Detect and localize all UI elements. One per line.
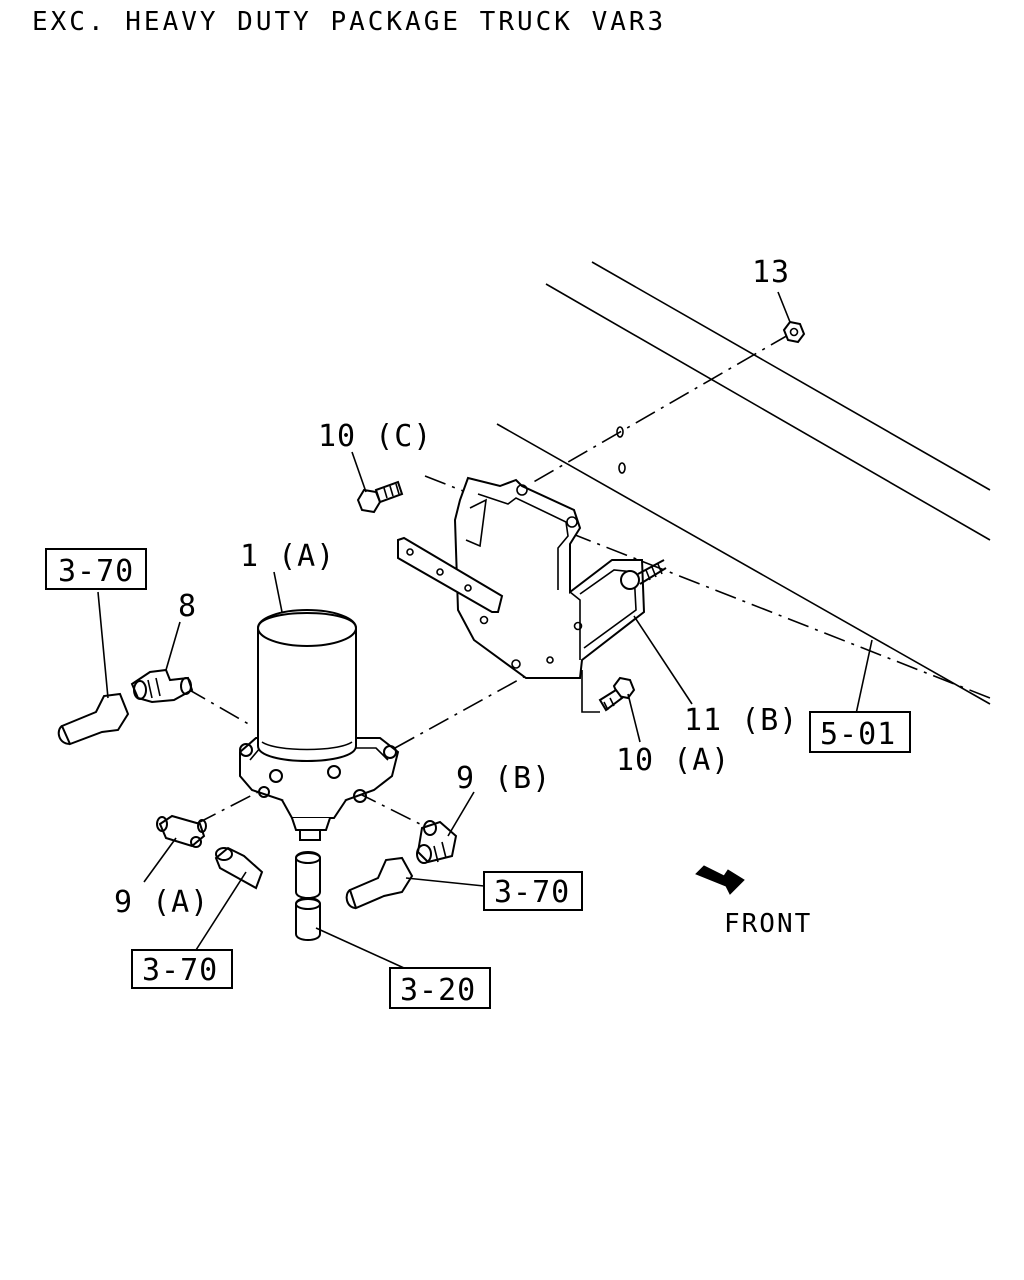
callouts: 13 10 (C) 1 (A) 8 9 (B) 9 (A) 11 (B) 10 … [114, 255, 798, 920]
ref-box-upper-left [45, 548, 147, 590]
ref-box-frame [809, 711, 911, 753]
reference-boxes: 3-70 3-70 3-70 3-20 5-01 [45, 548, 911, 1009]
callout-bolt-c: 10 (C) [318, 419, 432, 454]
ref-drain: 3-20 [400, 973, 476, 1008]
tee-fitting-9a [156, 814, 207, 848]
bolt-10c [356, 480, 404, 514]
nut-13 [782, 320, 806, 344]
hose-end-upper-left [57, 692, 130, 746]
front-arrow-icon [695, 865, 745, 895]
diagram-title: EXC. HEAVY DUTY PACKAGE TRUCK VAR3 [32, 7, 666, 37]
hose-end-lower-left [214, 846, 264, 890]
ref-frame: 5-01 [820, 717, 896, 752]
front-label: FRONT [724, 909, 812, 939]
bolt-10a [598, 676, 636, 712]
front-indicator: FRONT [695, 865, 812, 939]
elbow-fitting-8 [130, 668, 194, 704]
assembly-lines [185, 333, 991, 900]
leader-lines [97, 291, 873, 969]
ref-box-drain [389, 967, 491, 1009]
ref-right-hose: 3-70 [494, 875, 570, 910]
callout-air-dryer: 1 (A) [240, 539, 335, 574]
ref-lower-left: 3-70 [142, 953, 218, 988]
callout-elbow-fitting: 8 [178, 589, 197, 624]
callout-nut: 13 [752, 255, 790, 290]
ref-upper-left: 3-70 [58, 554, 134, 589]
mounting-bracket [453, 476, 667, 679]
frame-rail [496, 261, 991, 705]
drain-tube [295, 851, 321, 941]
callout-tee-fitting-a: 9 (A) [114, 885, 209, 920]
callout-bracket: 11 (B) [684, 703, 798, 738]
ref-box-right-hose [483, 871, 583, 911]
ref-box-lower-left [131, 949, 233, 989]
air-dryer [239, 609, 400, 841]
callout-elbow-fitting-b: 9 (B) [456, 761, 551, 796]
flat-strap [397, 536, 504, 613]
hose-end-right [345, 856, 414, 910]
elbow-fitting-9b [416, 820, 458, 864]
frame-holes [616, 426, 626, 474]
callout-bolt-a: 10 (A) [616, 743, 730, 778]
